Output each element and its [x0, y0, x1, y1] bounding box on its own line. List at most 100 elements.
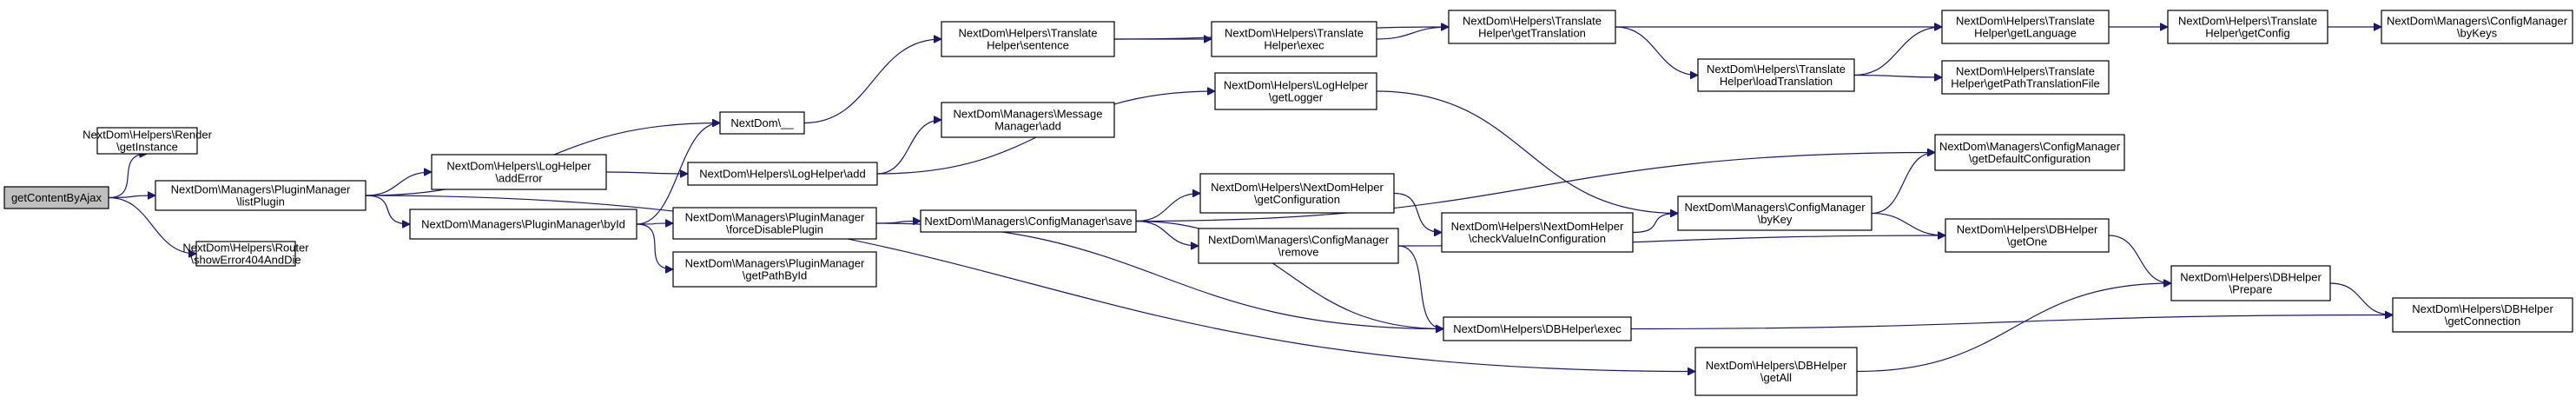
node-label: \getInstance — [116, 141, 178, 154]
node-label: NextDom\Helpers\LogHelper\add — [699, 168, 865, 181]
node-get-content-by-ajax[interactable]: getContentByAjax — [3, 186, 109, 209]
node-box — [2392, 297, 2573, 333]
node-dbh-prepare[interactable]: NextDom\Helpers\DBHelper\Prepare — [2170, 265, 2331, 301]
node-loghelper-add[interactable]: NextDom\Helpers\LogHelper\add — [687, 162, 878, 186]
node-pm-by-id[interactable]: NextDom\Managers\PluginManager\byId — [409, 209, 637, 240]
node-label: \showError404AndDie — [190, 254, 301, 267]
node-label: NextDom\Managers\ConfigManager — [1684, 201, 1866, 214]
node-box — [672, 207, 877, 240]
node-label: NextDom\Helpers\Translate — [959, 27, 1098, 40]
edge-nextdom-underscore-to-th-sentence — [803, 39, 941, 124]
node-ndh-get-configuration[interactable]: NextDom\Helpers\NextDomHelper\getConfigu… — [1199, 173, 1395, 214]
edge-th-exec-to-th-get-translation — [1376, 27, 1449, 40]
node-dbh-get-one[interactable]: NextDom\Helpers\DBHelper\getOne — [1945, 218, 2110, 253]
node-label: NextDom\Managers\PluginManager\byId — [421, 218, 625, 231]
edge-ndh-check-value-to-cm-by-key — [1632, 214, 1678, 234]
node-cm-get-default-configuration[interactable]: NextDom\Managers\ConfigManager\getDefaul… — [1934, 134, 2125, 171]
edge-get-content-by-ajax-to-router-show-error — [108, 196, 196, 255]
node-nextdom-underscore[interactable]: NextDom\__ — [719, 111, 805, 135]
node-th-load-translation[interactable]: NextDom\Helpers\TranslateHelper\loadTran… — [1697, 58, 1855, 92]
edge-cm-save-to-cm-remove — [1135, 220, 1199, 247]
node-label: \getConnection — [2445, 315, 2520, 328]
node-loghelper-get-logger[interactable]: NextDom\Helpers\LogHelper\getLogger — [1214, 72, 1377, 110]
node-box — [2381, 10, 2573, 44]
node-label: Helper\sentence — [987, 39, 1069, 52]
node-pm-get-path-by-id[interactable]: NextDom\Managers\PluginManager\getPathBy… — [672, 251, 877, 288]
node-label: NextDom\Helpers\DBHelper — [2412, 302, 2553, 315]
node-cm-save[interactable]: NextDom\Managers\ConfigManager\save — [920, 209, 1137, 233]
edge-ndh-get-configuration-to-ndh-check-value — [1393, 192, 1442, 233]
node-label: NextDom\Helpers\NextDomHelper — [1451, 220, 1624, 233]
node-box — [1694, 347, 1858, 396]
edge-th-get-translation-to-th-load-translation — [1615, 26, 1698, 76]
edge-cm-by-key-to-cm-get-default-configuration — [1871, 153, 1935, 215]
node-box — [719, 111, 805, 135]
edge-pm-by-id-to-nextdom-underscore — [636, 123, 720, 225]
node-label: NextDom\Helpers\NextDomHelper — [1211, 181, 1384, 194]
node-label: NextDom\Helpers\Router — [182, 242, 309, 255]
node-th-get-language[interactable]: NextDom\Helpers\TranslateHelper\getLangu… — [1941, 10, 2110, 44]
node-label: \forceDisablePlugin — [726, 223, 823, 236]
node-ndh-check-value[interactable]: NextDom\Helpers\NextDomHelper\checkValue… — [1441, 212, 1634, 253]
node-label: NextDom\Helpers\Translate — [1463, 15, 1602, 28]
node-label: NextDom\Managers\ConfigManager — [1939, 140, 2121, 153]
node-label: getContentByAjax — [11, 191, 102, 204]
edge-loghelper-add-error-to-loghelper-add — [605, 172, 688, 174]
edge-th-load-translation-to-th-get-language — [1853, 27, 1942, 76]
node-loghelper-add-error[interactable]: NextDom\Helpers\LogHelper\addError — [431, 154, 607, 190]
edge-pm-by-id-to-pm-get-path-by-id — [636, 223, 673, 269]
node-box — [1941, 60, 2110, 95]
node-label: \addError — [495, 172, 543, 185]
node-label: Helper\getConfig — [2205, 27, 2290, 40]
node-box — [1697, 58, 1855, 92]
node-label: NextDom\Managers\PluginManager — [685, 257, 865, 270]
node-label: Helper\getPathTranslationFile — [1951, 77, 2100, 90]
node-label: Helper\loadTranslation — [1720, 75, 1833, 88]
node-label: \byKey — [1758, 213, 1793, 226]
node-dbh-get-all[interactable]: NextDom\Helpers\DBHelper\getAll — [1694, 347, 1858, 396]
node-pm-force-disable[interactable]: NextDom\Managers\PluginManager\forceDisa… — [672, 207, 877, 240]
node-cm-by-key[interactable]: NextDom\Managers\ConfigManager\byKey — [1677, 195, 1873, 231]
edge-cm-save-to-cm-get-default-configuration — [1135, 153, 1935, 222]
node-cm-remove[interactable]: NextDom\Managers\ConfigManager\remove — [1198, 228, 1399, 264]
node-box — [155, 180, 367, 211]
node-label: NextDom\Helpers\DBHelper — [2180, 271, 2322, 284]
node-box — [1941, 10, 2110, 44]
node-label: \getConfiguration — [1254, 193, 1340, 206]
node-dbh-exec[interactable]: NextDom\Helpers\DBHelper\exec — [1443, 316, 1632, 341]
node-box — [1448, 10, 1616, 44]
node-router-show-error[interactable]: NextDom\Helpers\Router\showError404AndDi… — [182, 241, 309, 267]
edge-cm-save-to-dbh-exec — [1135, 220, 1443, 329]
edge-get-content-by-ajax-to-pm-list-plugin — [108, 195, 155, 198]
node-label: NextDom\Managers\PluginManager — [685, 211, 865, 224]
node-render-get-instance[interactable]: NextDom\Helpers\Render\getInstance — [83, 127, 213, 155]
node-pm-list-plugin[interactable]: NextDom\Managers\PluginManager\listPlugi… — [155, 180, 367, 211]
edge-get-content-by-ajax-to-render-get-instance — [108, 154, 148, 199]
node-label: NextDom\Helpers\DBHelper — [1706, 359, 1847, 372]
node-label: NextDom\Managers\ConfigManager — [1208, 234, 1390, 247]
node-dbh-get-connection[interactable]: NextDom\Helpers\DBHelper\getConnection — [2392, 297, 2573, 333]
edge-pm-by-id-to-pm-force-disable — [636, 223, 673, 224]
node-th-get-config[interactable]: NextDom\Helpers\TranslateHelper\getConfi… — [2167, 10, 2328, 44]
edge-pm-list-plugin-to-pm-by-id — [365, 195, 410, 224]
edge-cm-remove-to-dbh-exec — [1397, 245, 1443, 329]
node-label: \checkValueInConfiguration — [1469, 232, 1606, 245]
node-label: Helper\exec — [1264, 39, 1324, 52]
node-label: \listPlugin — [236, 195, 285, 209]
edge-pm-list-plugin-to-dbh-get-all — [365, 195, 1695, 372]
edge-dbh-get-all-to-dbh-prepare — [1856, 283, 2171, 373]
node-box — [687, 162, 878, 186]
node-box — [1441, 212, 1634, 253]
node-th-get-path-translation-file[interactable]: NextDom\Helpers\TranslateHelper\getPathT… — [1941, 60, 2110, 95]
node-th-get-translation[interactable]: NextDom\Helpers\TranslateHelper\getTrans… — [1448, 10, 1616, 44]
node-cm-by-keys[interactable]: NextDom\Managers\ConfigManager\byKeys — [2381, 10, 2573, 44]
node-label: \byKeys — [2457, 27, 2498, 40]
node-box — [1677, 195, 1873, 231]
node-box — [2167, 10, 2328, 44]
node-label: Helper\getLanguage — [1974, 27, 2077, 40]
edge-pm-list-plugin-to-loghelper-add-error — [365, 172, 432, 196]
